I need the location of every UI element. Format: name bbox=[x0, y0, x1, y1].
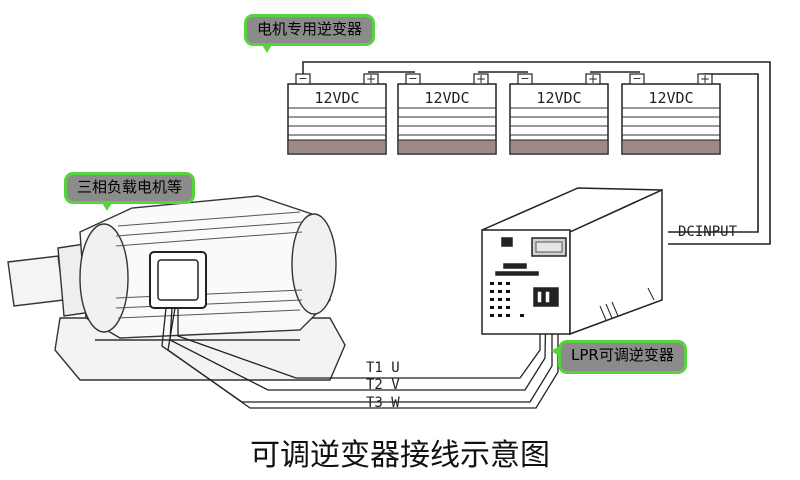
battery-3: − +12VDC bbox=[509, 72, 609, 155]
callout-tail bbox=[261, 43, 273, 53]
battery-2: − +12VDC bbox=[397, 72, 497, 155]
wire-label-t1: T1 U bbox=[366, 360, 400, 376]
wire-label-t3: T3 W bbox=[366, 395, 400, 411]
battery-label: 12VDC bbox=[424, 89, 469, 107]
callout-lpr-inverter-text: LPR可调逆变器 bbox=[571, 346, 674, 364]
callout-motor-text: 三相负载电机等 bbox=[77, 178, 183, 196]
battery-negative-terminal: − bbox=[408, 72, 417, 85]
battery-positive-terminal: + bbox=[476, 72, 486, 86]
dc-input-label: DCINPUT bbox=[678, 224, 738, 240]
callout-motor: 三相负载电机等 bbox=[64, 172, 196, 211]
callout-tail bbox=[551, 345, 561, 357]
wire-label-t2: T2 V bbox=[366, 377, 400, 393]
diagram-caption: 可调逆变器接线示意图 bbox=[250, 438, 550, 473]
three-phase-motor bbox=[7, 195, 346, 381]
battery-positive-terminal: + bbox=[366, 72, 376, 86]
callout-tail bbox=[101, 201, 113, 211]
battery-negative-terminal: − bbox=[520, 72, 529, 85]
lpr-inverter-unit bbox=[481, 187, 663, 336]
battery-positive-terminal: + bbox=[588, 72, 598, 86]
callout-dedicated-inverter: 电机专用逆变器 bbox=[244, 14, 376, 53]
battery-positive-terminal: + bbox=[700, 72, 710, 86]
battery-label: 12VDC bbox=[648, 89, 693, 107]
callout-dedicated-inverter-text: 电机专用逆变器 bbox=[257, 20, 363, 38]
dc-input-wiring bbox=[668, 61, 771, 245]
battery-label: 12VDC bbox=[314, 89, 359, 107]
battery-bank: −+12VDC−+12VDC−+12VDC−+12VDC bbox=[287, 61, 721, 155]
battery-negative-terminal: − bbox=[298, 72, 307, 85]
battery-negative-terminal: − bbox=[632, 72, 641, 85]
battery-4: − +12VDC bbox=[621, 72, 721, 155]
battery-1: − +12VDC bbox=[287, 72, 387, 155]
wire-labels: T1 U T2 V T3 W bbox=[366, 360, 400, 411]
battery-label: 12VDC bbox=[536, 89, 581, 107]
callout-lpr-inverter: LPR可调逆变器 bbox=[551, 340, 687, 374]
